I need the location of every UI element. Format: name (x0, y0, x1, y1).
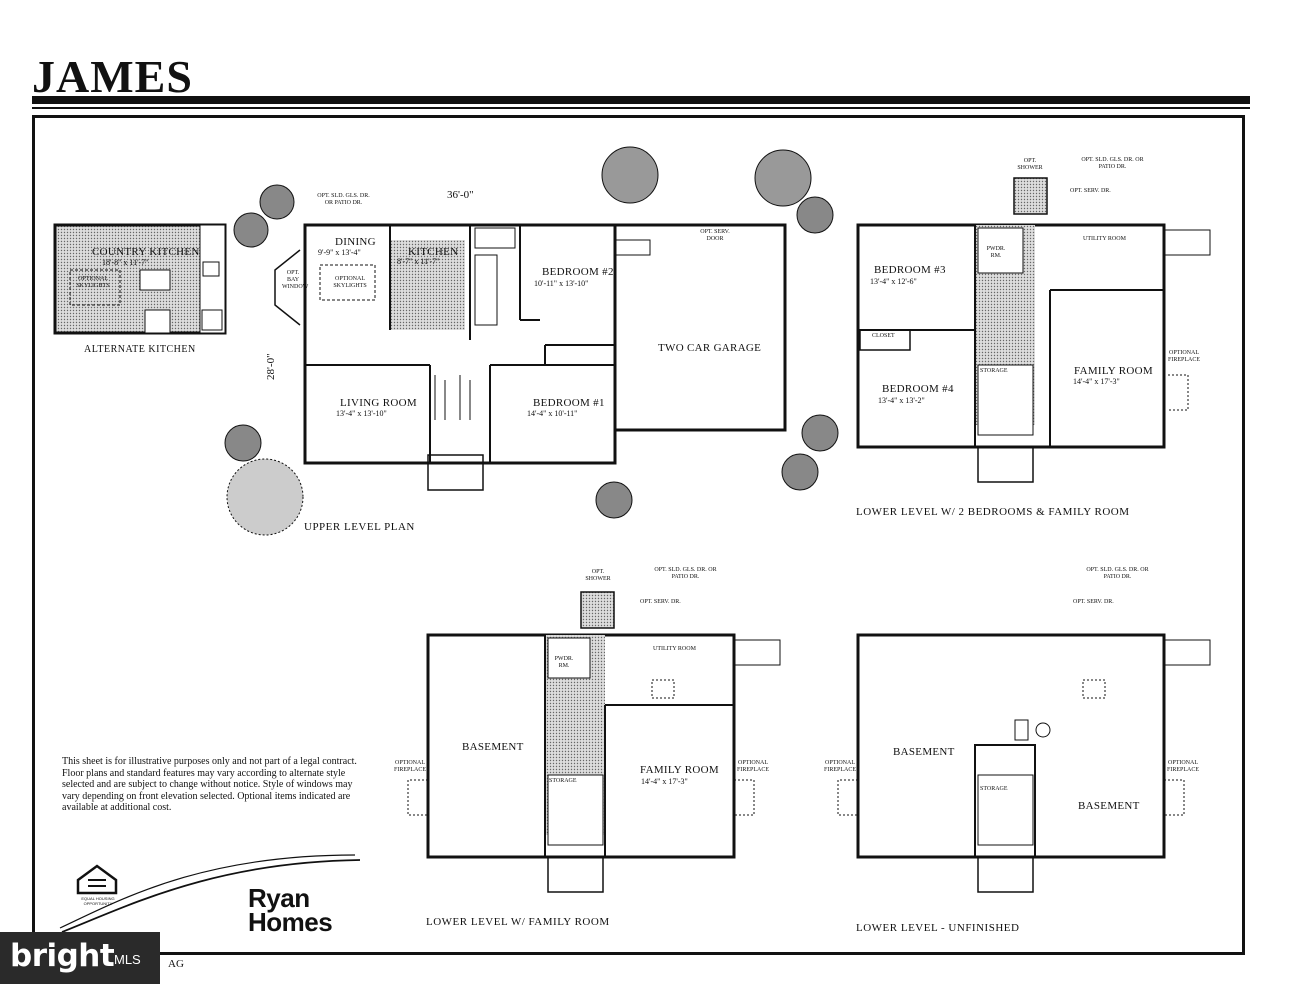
garage-serv-door-label: Opt. Serv. Door (700, 229, 730, 242)
l2-fireplace-label: Optional Fireplace (1167, 350, 1200, 363)
brand-logo: Ryan Homes (248, 883, 333, 937)
brand-swoosh (59, 854, 361, 933)
lf-shower-label: Opt. Shower (585, 569, 611, 582)
bay-window-label: Opt. Bay Window (282, 270, 309, 290)
lf-familyroom-dim: 14'-4" x 17'-3" (641, 777, 688, 786)
sheet-code: AG (168, 958, 184, 970)
equal-housing-icon (76, 864, 118, 895)
room-bedroom2-dim: 10'-11" x 13'-10" (534, 279, 589, 288)
country-kitchen-dim: 18'-8" x 11'-7" (102, 258, 149, 267)
lu-fireplace-right-label: Optional Fireplace (1166, 760, 1199, 773)
upper-opt-door-label: Opt. Sld. Gls. Dr. or Patio Dr. (317, 193, 370, 206)
sheet-frame (32, 115, 1245, 955)
country-kitchen-label: Country Kitchen (92, 246, 200, 258)
upper-skylights-label: Optional Skylights (333, 276, 367, 289)
lf-serv-door-label: Opt. Serv. Dr. (640, 599, 681, 605)
disclaimer-text: This sheet is for illustrative purposes … (62, 756, 357, 813)
brand-line1: Ryan (248, 883, 310, 913)
room-dining-label: Dining (335, 236, 376, 248)
lf-powder-label: Pwdr. Rm. (554, 656, 574, 669)
lu-opt-door-label: Opt. Sld. Gls. Dr. or Patio Dr. (1086, 567, 1149, 580)
lower-level-family-plan (407, 591, 781, 893)
lu-serv-door-label: Opt. Serv. Dr. (1073, 599, 1114, 605)
room-bedroom3-label: Bedroom #3 (874, 264, 946, 276)
mls-watermark: bright MLS (0, 932, 160, 984)
overall-width-label: 36'-0" (447, 189, 474, 201)
room-living-dim: 13'-4" x 13'-10" (336, 409, 387, 418)
alt-skylights-label: Optional Skylights (76, 276, 110, 289)
room-dining-dim: 9'-9" x 13'-4" (318, 248, 361, 257)
upper-level-plan (274, 223, 787, 491)
l2-utility-label: Utility Room (1083, 236, 1126, 242)
l2-storage-label: Storage (980, 368, 1008, 374)
room-familyroom-dim: 14'-4" x 17'-3" (1073, 377, 1120, 386)
alternate-kitchen-plan (53, 223, 227, 335)
room-basement-label: Basement (462, 741, 524, 753)
lu-basement-left-label: Basement (893, 746, 955, 758)
equal-housing-caption: Equal Housing Opportunity (81, 896, 115, 906)
l2-opt-door-label: Opt. Sld. Gls. Dr. or Patio Dr. (1081, 157, 1144, 170)
room-bedroom2-label: Bedroom #2 (542, 266, 614, 278)
landscape-trees-upper (224, 146, 839, 536)
plan-title: JAMES (32, 51, 193, 102)
l2-closet-label: Closet (872, 333, 895, 339)
brand-line2: Homes (248, 907, 333, 937)
lu-fireplace-left-label: Optional Fireplace (823, 760, 856, 773)
lu-basement-right-label: Basement (1078, 800, 1140, 812)
lf-opt-door-label: Opt. Sld. Gls. Dr. or Patio Dr. (654, 567, 717, 580)
lf-fireplace-right-label: Optional Fireplace (736, 760, 769, 773)
room-bedroom1-label: Bedroom #1 (533, 397, 605, 409)
lf-utility-label: Utility Room (653, 646, 696, 652)
lower-family-caption: Lower Level w/ Family Room (426, 916, 610, 928)
lf-storage-label: Storage (549, 778, 577, 784)
l2-powder-label: Pwdr. Rm. (986, 246, 1006, 259)
lf-fireplace-left-label: Optional Fireplace (393, 760, 426, 773)
overall-depth-label: 28'-0" (265, 353, 277, 380)
lf-familyroom-label: Family Room (640, 764, 719, 776)
lower-level-unfinished-plan (837, 633, 1211, 893)
l2-serv-door-label: Opt. Serv. Dr. (1070, 188, 1111, 194)
room-kitchen-dim: 8'-7" x 11'-7" (397, 257, 440, 266)
room-kitchen-label: Kitchen (408, 246, 459, 258)
l2-shower-label: Opt. Shower (1017, 158, 1043, 171)
room-familyroom-label: Family Room (1074, 365, 1153, 377)
room-bedroom4-label: Bedroom #4 (882, 383, 954, 395)
room-bedroom4-dim: 13'-4" x 13'-2" (878, 396, 925, 405)
lu-storage-label: Storage (980, 786, 1008, 792)
upper-level-caption: Upper Level Plan (304, 521, 415, 533)
lower-level-2br-plan (856, 177, 1211, 483)
room-bedroom1-dim: 14'-4" x 10'-11" (527, 409, 578, 418)
room-living-label: Living Room (340, 397, 417, 409)
title-rule (32, 96, 1250, 104)
watermark-brand: bright (10, 938, 115, 974)
room-bedroom3-dim: 13'-4" x 12'-6" (870, 277, 917, 286)
lower-unfinished-caption: Lower Level - Unfinished (856, 922, 1020, 934)
watermark-suffix: MLS (114, 952, 141, 967)
title-rule-thin (32, 107, 1250, 109)
lower-2br-caption: Lower Level w/ 2 Bedrooms & Family Room (856, 506, 1130, 518)
room-garage-label: Two Car Garage (658, 342, 762, 354)
alternate-kitchen-caption: Alternate Kitchen (84, 344, 196, 355)
